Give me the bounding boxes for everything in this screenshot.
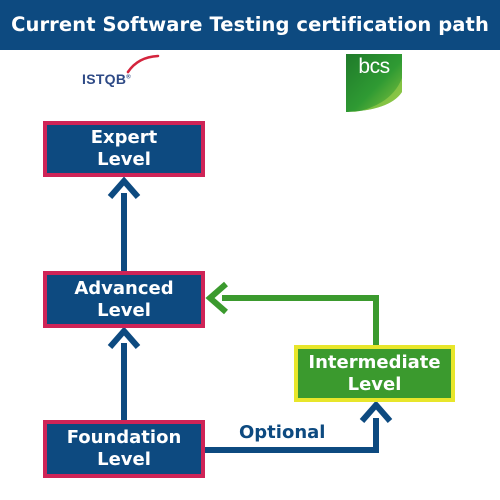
istqb-logo: ISTQB® (80, 54, 160, 94)
arrowhead-expert (107, 176, 141, 199)
expert-level-box: Expert Level (43, 121, 205, 177)
arrowhead-advanced (107, 326, 141, 349)
foundation-level-line1: Foundation (66, 427, 182, 448)
foundation-level-box: Foundation Level (43, 420, 205, 478)
bcs-shield-icon (346, 54, 402, 112)
advanced-level-line2: Level (97, 299, 151, 321)
istqb-swoosh-icon (126, 54, 160, 74)
intermediate-level-line1: Intermediate (308, 351, 441, 373)
expert-level-line1: Expert (90, 127, 158, 148)
arrow-foundation-to-intermediate (205, 418, 379, 453)
page-title: Current Software Testing certification p… (0, 0, 500, 50)
bcs-logo: bcs (346, 54, 402, 112)
foundation-level-line2: Level (97, 449, 151, 470)
expert-level-line2: Level (97, 149, 151, 170)
bcs-logo-text: bcs (358, 55, 390, 78)
advanced-level-line1: Advanced (74, 277, 174, 299)
intermediate-level-line2: Level (347, 373, 402, 395)
arrowhead-intermediate (359, 400, 393, 423)
intermediate-level-box: Intermediate Level (294, 345, 455, 402)
advanced-level-box: Advanced Level (43, 271, 205, 328)
istqb-logo-text: ISTQB® (82, 71, 132, 87)
arrowhead-advanced-green (205, 281, 228, 315)
optional-edge-label: Optional (239, 422, 326, 443)
arrow-intermediate-to-advanced (222, 295, 379, 345)
